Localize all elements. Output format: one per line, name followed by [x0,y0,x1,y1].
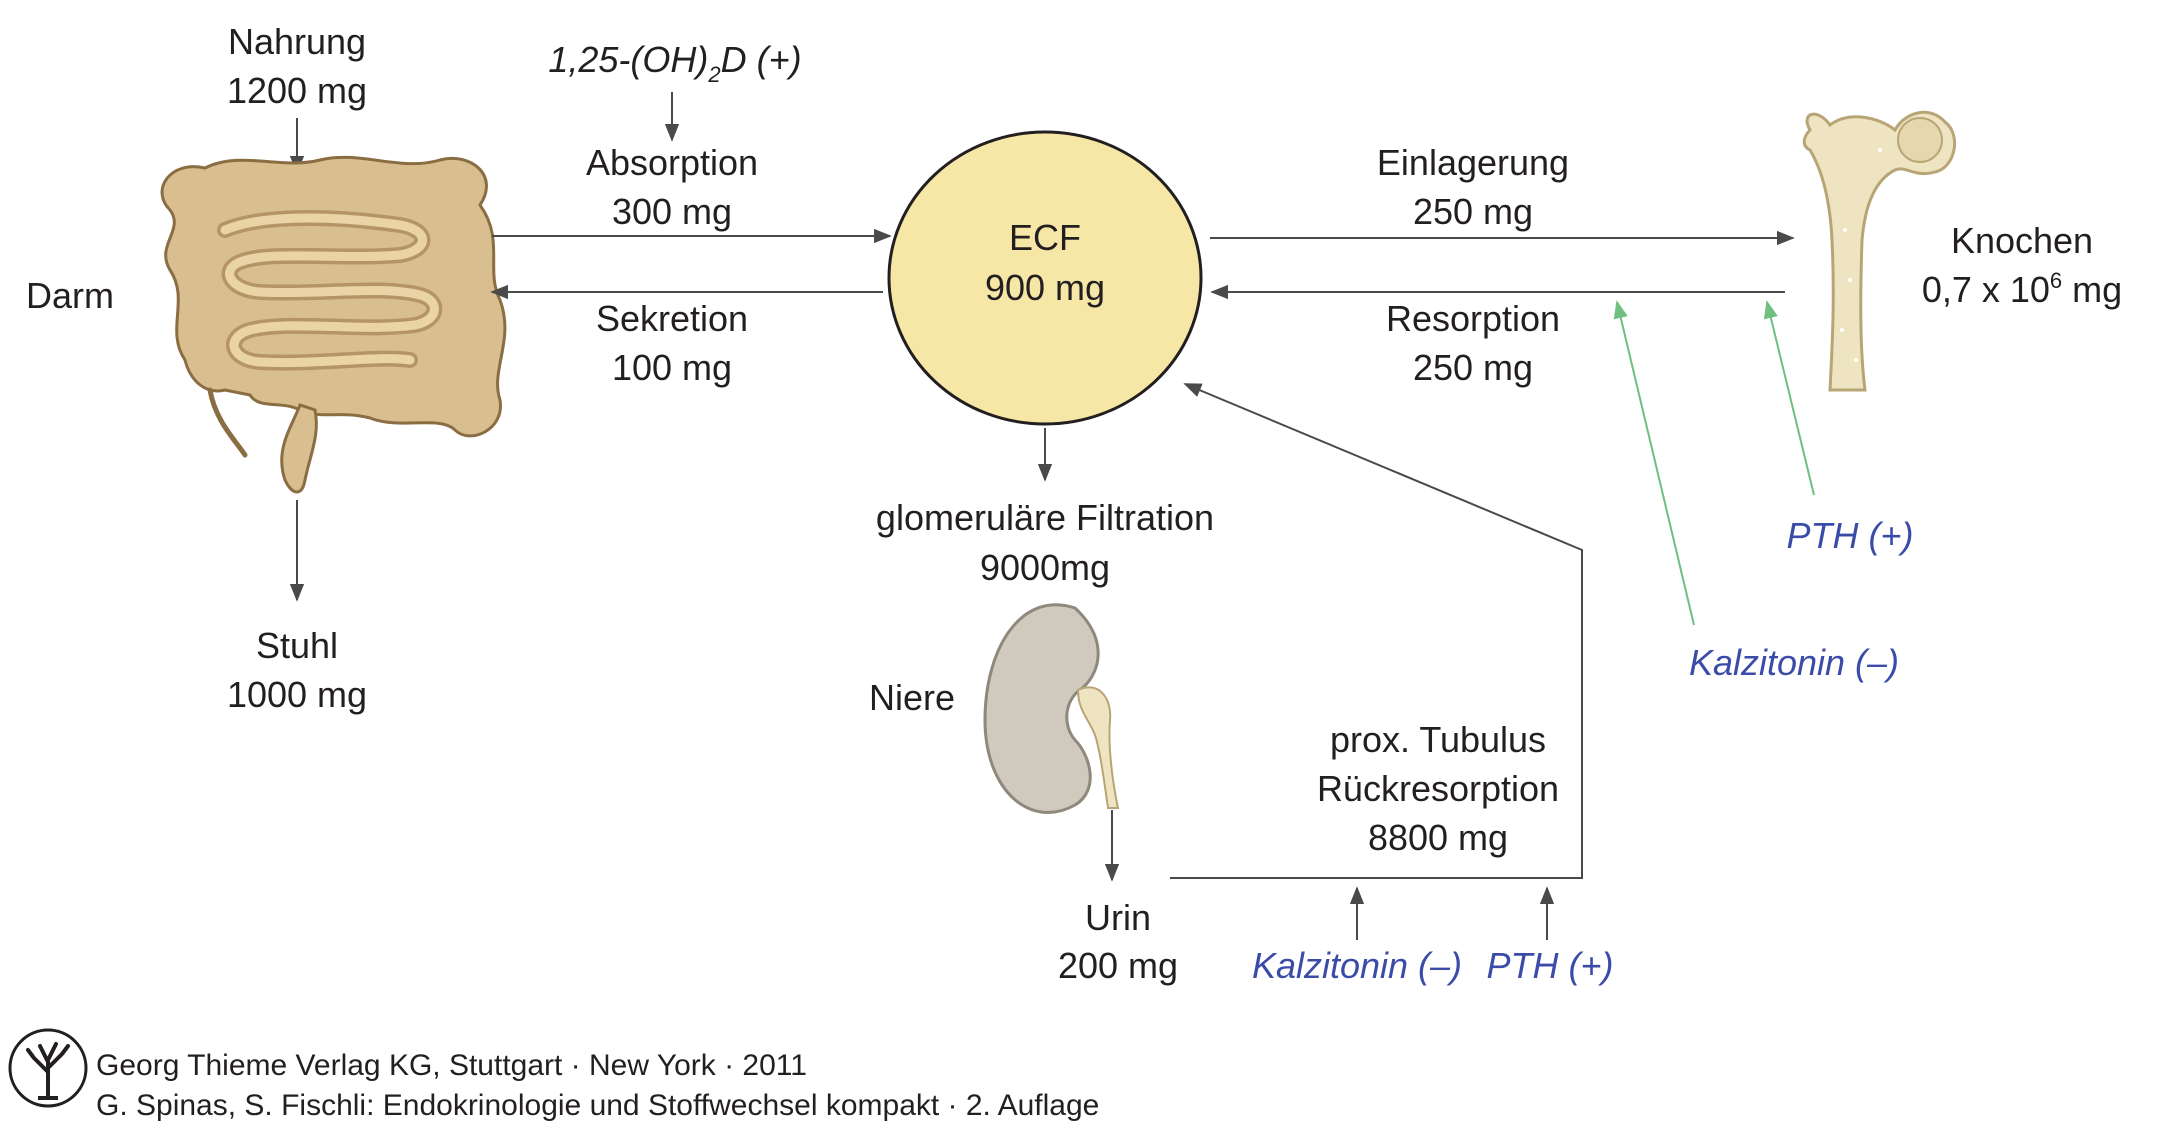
filtration-amount: 9000mg [980,547,1110,588]
intake-amount: 1200 mg [227,70,367,111]
vitamin-d-regulator: 1,25-(OH)2D (+) [548,39,801,87]
stool-amount: 1000 mg [227,674,367,715]
publisher-logo [8,1028,88,1108]
stool-label: Stuhl [256,625,338,666]
bone-label: Knochen [1951,220,2093,261]
filtration-label: glomeruläre Filtration [876,497,1214,538]
bone-calcitonin-label: Kalzitonin (–) [1689,642,1899,683]
credit-line-2: G. Spinas, S. Fischli: Endokrinologie un… [96,1089,1099,1122]
urine-amount: 200 mg [1058,945,1178,986]
bone-pth-arrow [1763,300,1815,496]
absorption-amount: 300 mg [612,191,732,232]
absorption-label: Absorption [586,142,758,183]
ecf-pool [887,130,1203,426]
secretion-amount: 100 mg [612,347,732,388]
tubulus-line2: Rückresorption [1317,768,1559,809]
deposition-amount: 250 mg [1413,191,1533,232]
tubulus-line1: prox. Tubulus [1330,719,1546,760]
intestine-illustration [160,155,507,494]
deposition-label: Einlagerung [1377,142,1569,183]
credit-line-1: Georg Thieme Verlag KG, Stuttgart · New … [96,1049,807,1082]
bone-illustration [1802,110,1956,392]
bone-amount: 0,7 x 106 mg [1922,268,2122,310]
resorption-amount: 250 mg [1413,347,1533,388]
bone-pth-label: PTH (+) [1786,515,1913,556]
secretion-label: Sekretion [596,298,748,339]
tubulus-pth-label: PTH (+) [1486,945,1613,986]
gut-label: Darm [26,275,114,316]
ecf-amount: 900 mg [985,267,1105,308]
tubulus-calcitonin-label: Kalzitonin (–) [1252,945,1462,986]
kidney-illustration [983,603,1120,814]
urine-label: Urin [1085,897,1151,938]
ecf-label: ECF [1009,217,1081,258]
resorption-label: Resorption [1386,298,1560,339]
tubulus-amount: 8800 mg [1368,817,1508,858]
reabsorption-arrow [1170,383,1583,879]
bone-calcitonin-arrow [1613,300,1695,626]
kidney-label: Niere [869,677,955,718]
intake-label: Nahrung [228,21,366,62]
